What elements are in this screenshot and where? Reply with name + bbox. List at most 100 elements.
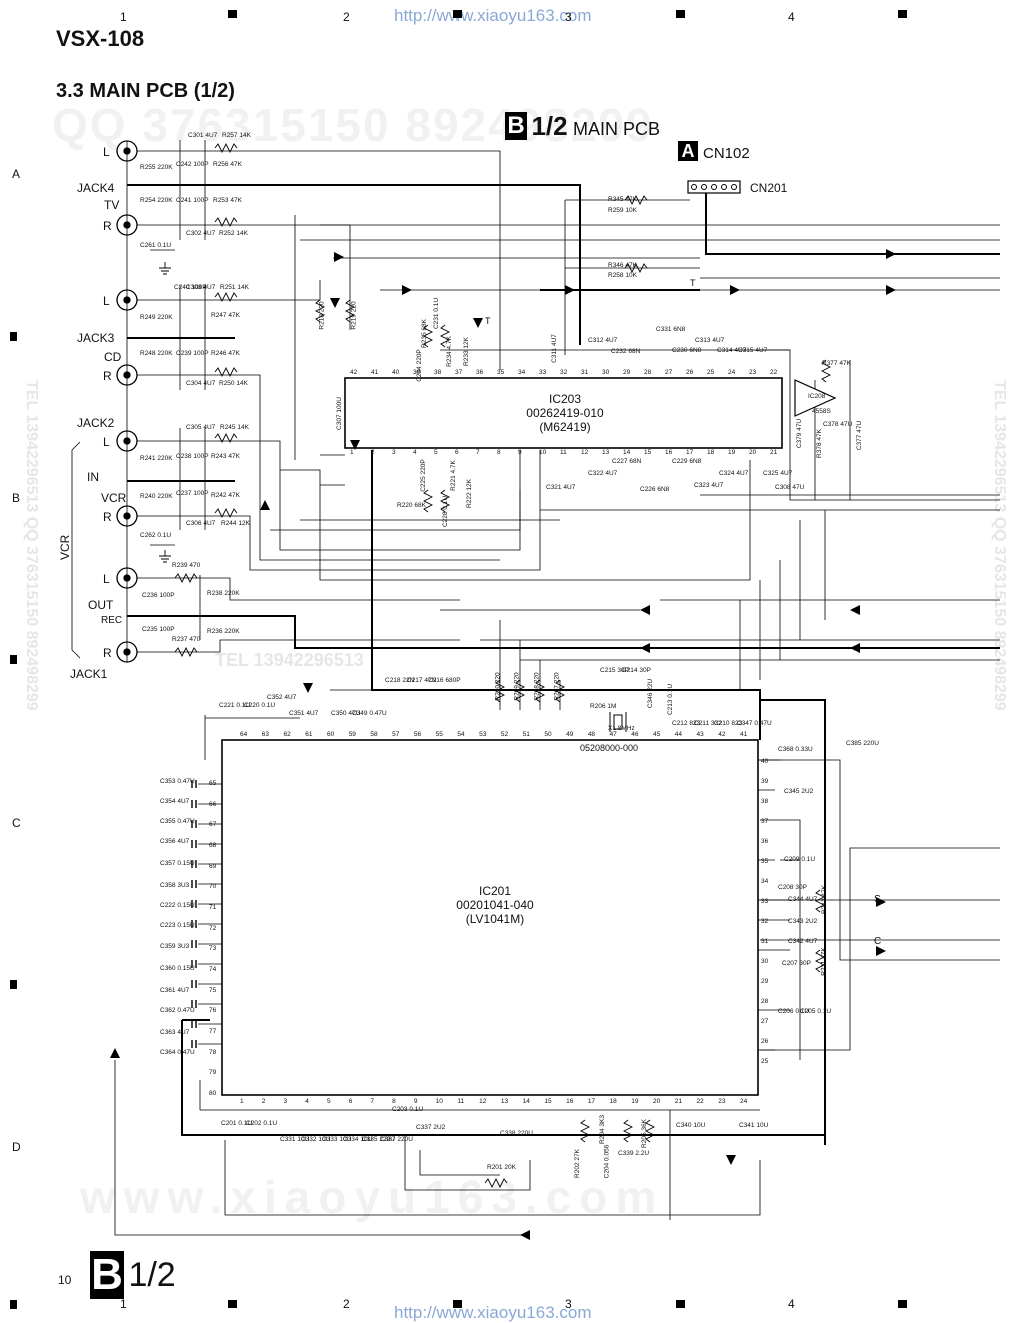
part-label: R202 27K bbox=[573, 1149, 581, 1178]
part-label: C202 0.1U bbox=[246, 1120, 278, 1127]
column-marker-1-bottom: 1 bbox=[120, 1297, 127, 1311]
part-label: R250 14K bbox=[219, 380, 248, 387]
url-top[interactable]: http://www.xiaoyu163.com bbox=[394, 6, 592, 25]
jack2-label: JACK2 bbox=[77, 416, 115, 430]
part-label: C325 4U7 bbox=[763, 470, 793, 477]
part-label: X1 8MHz bbox=[608, 725, 635, 732]
ic-pin-number: 22 bbox=[770, 369, 778, 376]
part-label: C236 100P bbox=[142, 592, 175, 599]
part-label: R238 220K bbox=[207, 590, 240, 597]
part-label: R377 47K bbox=[822, 360, 851, 367]
ic-pin-number: 42 bbox=[350, 369, 358, 376]
ic-pin-number: 44 bbox=[674, 731, 683, 738]
ic-pin-number: 42 bbox=[718, 731, 726, 738]
connector-badge: A bbox=[678, 141, 698, 162]
ic-pin-number: 62 bbox=[283, 731, 291, 738]
part-label: R233 12K bbox=[462, 337, 470, 366]
ic-pin-number: 66 bbox=[209, 800, 217, 808]
ic-pin-number: 26 bbox=[686, 369, 694, 376]
part-label: C358 3U3 bbox=[160, 882, 190, 889]
part-label: C226 6N8 bbox=[640, 486, 670, 493]
ic201-name: IC201 bbox=[478, 884, 512, 898]
part-label: C339 2.2U bbox=[618, 1150, 650, 1157]
jack2-r-label: R bbox=[103, 510, 112, 524]
part-label: C357 0.15U bbox=[160, 860, 195, 867]
part-label: C222 0.15U bbox=[160, 902, 195, 909]
board-badge: B 1/2 bbox=[505, 112, 568, 140]
ic-pin-number: 10 bbox=[435, 1098, 443, 1105]
part-label: C207 30P bbox=[782, 960, 811, 967]
ic-pin-number: 40 bbox=[392, 369, 400, 376]
jack2-l-label: L bbox=[103, 435, 110, 449]
part-label: R207 220 bbox=[553, 672, 561, 701]
ic-pin-number: 49 bbox=[566, 731, 574, 738]
registration-mark bbox=[898, 1300, 907, 1308]
part-label: R257 14K bbox=[222, 132, 251, 139]
part-label: C337 2U2 bbox=[416, 1124, 446, 1131]
column-marker-3: 3 bbox=[565, 10, 572, 24]
part-label: R243 47K bbox=[211, 453, 240, 460]
part-label: R245 14K bbox=[220, 424, 249, 431]
part-label: C220 0.1U bbox=[244, 702, 276, 709]
part-label: C351 4U7 bbox=[289, 710, 319, 717]
part-label: C228 0.1U bbox=[442, 495, 450, 528]
part-label: C352 4U7 bbox=[267, 694, 297, 701]
part-label: R220 68K bbox=[397, 502, 426, 509]
part-label: C334 10U bbox=[343, 1136, 373, 1143]
ic201-type: (LV1041M) bbox=[465, 912, 525, 926]
part-label: R235 68K bbox=[420, 319, 428, 348]
footer-badge: B 1/2 bbox=[90, 1251, 176, 1299]
jack3-l-label: L bbox=[103, 294, 110, 308]
footer-badge-fraction: 1/2 bbox=[128, 1256, 176, 1294]
part-label: C323 4U7 bbox=[694, 482, 724, 489]
ic-pin-number: 55 bbox=[435, 731, 443, 738]
ic-pin-number: 12 bbox=[479, 1098, 487, 1105]
ic-pin-number: 60 bbox=[326, 731, 335, 738]
ic-pin-number: 4 bbox=[305, 1098, 309, 1105]
ic-pin-number: 45 bbox=[653, 731, 661, 738]
ic-pin-number: 17 bbox=[686, 449, 694, 456]
part-label: C335 220U bbox=[362, 1136, 395, 1143]
part-label: C234 220P bbox=[415, 349, 423, 382]
part-label: C227 68N bbox=[612, 458, 642, 465]
part-label: R246 47K bbox=[211, 350, 240, 357]
rec-label: REC bbox=[101, 615, 123, 626]
part-label: R237 470 bbox=[172, 636, 201, 643]
part-label: R251 14K bbox=[220, 284, 249, 291]
ic-pin-number: 2 bbox=[261, 1098, 266, 1105]
ic-pin-number: 58 bbox=[370, 731, 378, 738]
part-label: C232 68N bbox=[611, 348, 641, 355]
ic208-type: 4558S bbox=[812, 408, 831, 415]
ic-pin-number: 78 bbox=[209, 1048, 217, 1056]
ic-pin-number: 50 bbox=[544, 731, 552, 738]
part-label: C332 10U bbox=[301, 1136, 331, 1143]
page-number: 10 bbox=[58, 1273, 72, 1287]
ic-pin-number: 10 bbox=[539, 449, 547, 456]
registration-mark bbox=[10, 1300, 17, 1309]
ic201-label: IC201 00201041-040 (LV1041M) bbox=[430, 884, 560, 926]
part-label: R239 470 bbox=[172, 562, 201, 569]
watermark-url: www.xiaoyu163.com bbox=[80, 1171, 665, 1223]
part-label: C201 0.1U bbox=[221, 1120, 253, 1127]
ic-pin-number: 16 bbox=[665, 449, 673, 456]
part-label: C302 4U7 bbox=[186, 230, 216, 237]
part-label: C304 4U7 bbox=[186, 380, 216, 387]
ic-pin-number: 24 bbox=[740, 1098, 748, 1105]
ic208-op-amp bbox=[794, 379, 837, 417]
part-label: C305 4U7 bbox=[186, 424, 216, 431]
part-label: R258 10K bbox=[608, 272, 637, 279]
jack4-r-label: R bbox=[103, 219, 112, 233]
part-label: R218 220 bbox=[318, 301, 326, 330]
url-bottom[interactable]: http://www.xiaoyu163.com bbox=[394, 1303, 592, 1322]
part-label: R242 47K bbox=[211, 492, 240, 499]
part-label: C262 0.1U bbox=[140, 532, 172, 539]
part-label: C354 4U7 bbox=[160, 798, 190, 805]
part-label: C385 220U bbox=[846, 740, 879, 747]
ic203-part: 00262419-010 bbox=[526, 406, 604, 420]
watermark-qq: QQ 376315150 892498299 bbox=[52, 99, 654, 151]
column-marker-3-bottom: 3 bbox=[565, 1297, 572, 1311]
registration-mark bbox=[228, 10, 237, 18]
ic-pin-number: 34 bbox=[761, 878, 769, 885]
ic-pin-number: 19 bbox=[631, 1098, 639, 1105]
part-label: C237 100P bbox=[176, 490, 209, 497]
